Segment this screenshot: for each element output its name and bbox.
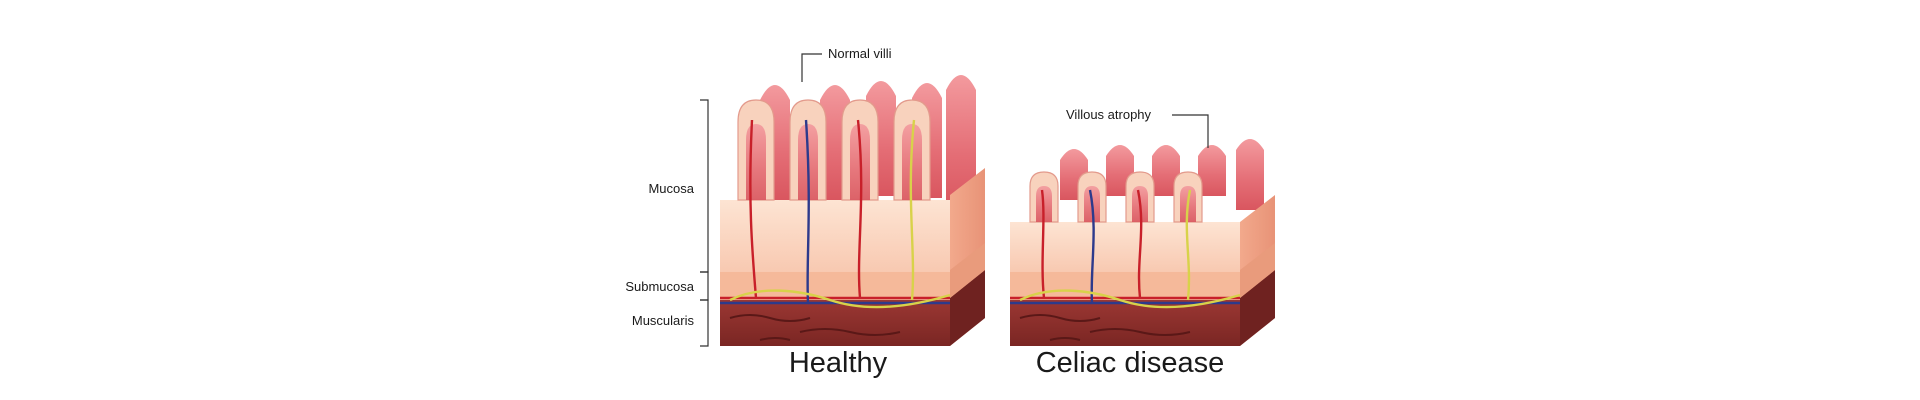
celiac-submucosa-layer xyxy=(1010,272,1240,300)
healthy-mucosa-block xyxy=(720,200,950,272)
healthy-muscularis-layer xyxy=(720,300,950,346)
celiac-caption: Celiac disease xyxy=(1036,347,1225,379)
celiac-vessels xyxy=(1010,189,1241,309)
celiac-mucosa-block xyxy=(1010,222,1240,272)
layer-brackets xyxy=(700,99,709,347)
celiac-villi-front xyxy=(1029,171,1203,223)
mucosa-label: Mucosa xyxy=(648,181,694,196)
healthy-block xyxy=(720,75,985,346)
villous-atrophy-label: Villous atrophy xyxy=(1066,107,1152,122)
villous-atrophy-leader xyxy=(1172,114,1209,148)
submucosa-label: Submucosa xyxy=(625,279,694,294)
muscularis-label: Muscularis xyxy=(632,313,695,328)
celiac-muscularis-layer xyxy=(1010,300,1240,346)
healthy-vessels xyxy=(720,119,951,309)
normal-villi-label: Normal villi xyxy=(828,46,892,61)
celiac-block xyxy=(1010,139,1275,346)
normal-villi-leader xyxy=(801,53,822,82)
healthy-caption: Healthy xyxy=(789,347,888,379)
